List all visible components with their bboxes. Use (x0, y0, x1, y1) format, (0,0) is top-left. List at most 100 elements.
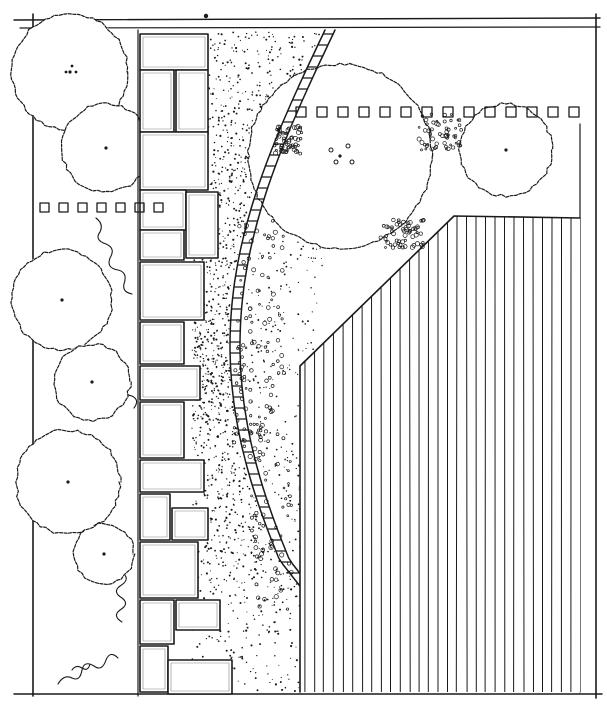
gravel-dot (216, 529, 219, 532)
gravel-dot (215, 338, 218, 341)
paver-texture (178, 72, 206, 130)
gravel-dot (226, 541, 228, 543)
shrub-mark (425, 122, 429, 126)
gravel-dot (241, 582, 243, 584)
gravel-dot (234, 499, 236, 501)
gravel-dot (294, 595, 297, 598)
gravel-dot (240, 501, 243, 504)
gravel-dot (209, 434, 211, 436)
gravel-dot (260, 327, 262, 330)
gravel-dot (235, 112, 238, 115)
gravel-dot (261, 345, 263, 347)
gravel-dot (222, 257, 225, 260)
gravel-dot (289, 253, 292, 256)
gravel-dot (201, 258, 204, 261)
shrub-mark (258, 303, 261, 306)
gravel-dot (238, 558, 241, 561)
gravel-dot (224, 419, 227, 421)
paver-fill (176, 600, 220, 630)
gravel-dot (224, 64, 226, 66)
tree-trunk (345, 143, 351, 149)
gravel-dot (210, 309, 213, 312)
gravel-dot (256, 520, 258, 522)
gravel-dot (195, 350, 197, 353)
gravel-dot (215, 78, 217, 80)
gravel-dot (245, 67, 248, 70)
gravel-dot (208, 485, 210, 487)
gravel-dot (217, 33, 220, 35)
gravel-dot (227, 204, 230, 206)
shrub-mark (384, 224, 390, 230)
gravel-dot (217, 397, 220, 400)
gravel-dot (200, 416, 202, 418)
gravel-dot (261, 257, 263, 260)
shrub-mark (236, 319, 240, 323)
shrub-mark (263, 471, 268, 476)
gravel-dot (201, 451, 203, 454)
gravel-dot (226, 217, 229, 220)
paver-stone (139, 365, 201, 401)
shrub-mark (295, 149, 299, 153)
gravel-dot (228, 513, 231, 516)
gravel-dot (290, 267, 292, 269)
gravel-dot (234, 193, 236, 195)
gravel-dot (206, 494, 209, 497)
shrub-mark (235, 431, 240, 436)
gravel-dot (237, 74, 240, 77)
gravel-dot (202, 446, 205, 449)
gravel-dot (205, 290, 208, 293)
gravel-dot (257, 294, 260, 297)
gravel-dot (226, 359, 228, 362)
shrub-mark (254, 582, 259, 587)
shrub-mark (288, 494, 292, 498)
gravel-dot (228, 369, 231, 372)
gravel-dot (252, 554, 255, 557)
gravel-dot (217, 123, 220, 126)
gravel-dot (231, 443, 234, 445)
gravel-dot (224, 324, 227, 326)
gravel-dot (275, 448, 278, 451)
gravel-dot (209, 372, 212, 375)
shrub-mark (281, 436, 286, 441)
shrub-mark (284, 142, 288, 146)
gravel-dot (210, 519, 212, 521)
shrub-mark (287, 469, 290, 472)
gravel-dot (297, 313, 300, 316)
gravel-dot (210, 483, 213, 486)
gravel-dot (212, 360, 215, 363)
gravel-dot (226, 484, 228, 486)
gravel-dot (246, 108, 249, 111)
gravel-dot (256, 654, 258, 657)
paver-texture (178, 602, 218, 628)
shrub-mark (253, 457, 258, 462)
shrub-mark (255, 554, 260, 559)
shrub-mark (457, 123, 462, 127)
gravel-dot (207, 380, 210, 383)
gravel-dot (237, 537, 239, 540)
shrub-mark (456, 142, 462, 148)
paver-stone (139, 541, 199, 599)
shrub-mark (278, 588, 284, 593)
gravel-dot (269, 387, 271, 389)
gravel-dot (213, 88, 215, 90)
gravel-dot (224, 551, 226, 554)
shrub-mark (242, 363, 246, 367)
shrub-mark (403, 238, 407, 242)
shrub-mark (436, 122, 441, 127)
gravel-dot (260, 563, 262, 566)
stepping-stone (358, 106, 370, 118)
gravel-dot (221, 117, 223, 119)
gravel-dot (257, 62, 259, 64)
gravel-dot (231, 47, 233, 49)
gravel-dot (200, 405, 202, 407)
gravel-dot (283, 466, 285, 468)
gravel-dot (265, 49, 268, 51)
gravel-dot (242, 220, 245, 223)
shrub-mark (258, 437, 263, 443)
gravel-dot (285, 265, 288, 268)
gravel-dot (222, 432, 224, 434)
gravel-dot (217, 75, 220, 78)
gravel-dot (267, 673, 269, 675)
gravel-dot (266, 94, 268, 96)
gravel-dot (231, 467, 233, 469)
